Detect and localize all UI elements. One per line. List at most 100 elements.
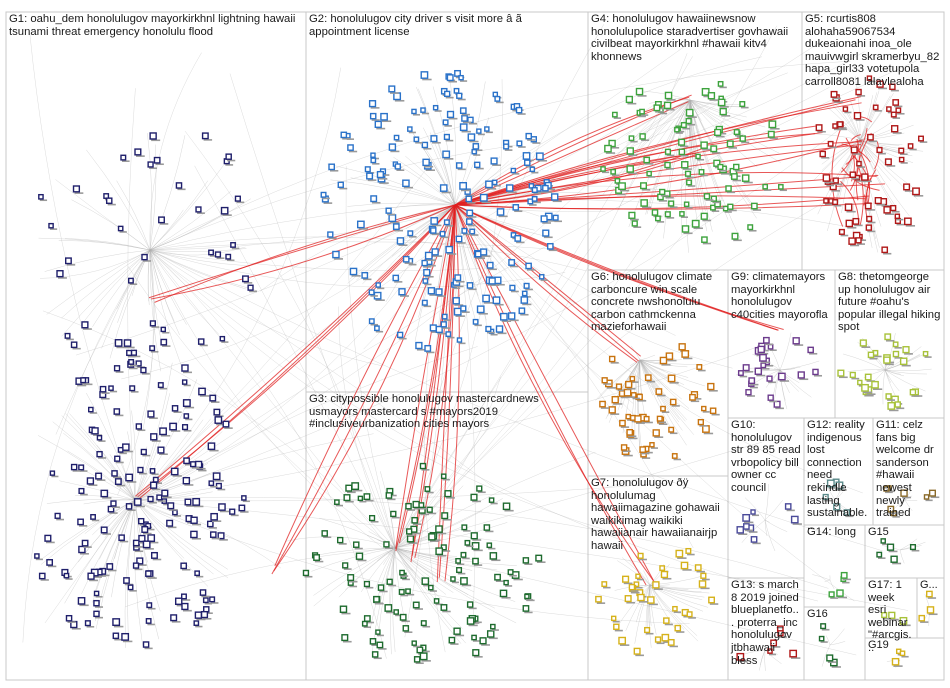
node-g18-2[interactable] (927, 607, 933, 613)
node-g5-51[interactable] (868, 135, 873, 140)
node-g3-29[interactable] (523, 558, 528, 563)
node-g3-25[interactable] (348, 575, 354, 581)
node-g1-136[interactable] (79, 489, 84, 494)
node-g3-33[interactable] (420, 464, 425, 469)
node-g3-100[interactable] (358, 496, 362, 500)
node-g3-21[interactable] (417, 647, 422, 652)
node-g2-26[interactable] (454, 308, 460, 314)
node-g5-5[interactable] (899, 148, 904, 153)
node-g2-7[interactable] (365, 167, 370, 172)
node-g4-45[interactable] (665, 92, 671, 98)
node-g1-90[interactable] (115, 456, 120, 461)
node-g8-23[interactable] (860, 340, 866, 346)
node-g1-76[interactable] (182, 604, 188, 610)
node-g1b-18[interactable] (209, 250, 213, 254)
node-g7-17[interactable] (625, 596, 631, 602)
node-g1-53[interactable] (115, 366, 120, 371)
node-g16-1[interactable] (820, 637, 824, 641)
node-g1b-30[interactable] (226, 254, 230, 258)
node-g2-34[interactable] (493, 297, 499, 303)
node-g2-138[interactable] (486, 327, 491, 332)
node-g5-12[interactable] (849, 238, 855, 244)
node-g4-29[interactable] (734, 164, 739, 169)
node-g3-59[interactable] (421, 621, 426, 626)
node-g3-48[interactable] (314, 555, 319, 560)
node-g5-15[interactable] (884, 207, 890, 213)
node-g7-6[interactable] (662, 635, 668, 641)
node-g4-0[interactable] (652, 210, 657, 215)
node-g2-156[interactable] (394, 224, 399, 229)
node-g6-7[interactable] (646, 375, 651, 380)
node-g1-105[interactable] (148, 535, 154, 541)
node-g4-37[interactable] (613, 112, 617, 116)
node-g2-142[interactable] (425, 346, 430, 351)
node-g7-18[interactable] (701, 573, 706, 578)
node-g6-17[interactable] (626, 415, 630, 419)
node-g2-120[interactable] (455, 275, 460, 280)
node-g2-144[interactable] (456, 236, 461, 241)
node-g2-83[interactable] (432, 249, 438, 255)
node-g9-12[interactable] (761, 363, 765, 367)
node-g2-36[interactable] (523, 153, 529, 159)
node-g2-24[interactable] (430, 325, 436, 331)
node-g2-127[interactable] (404, 257, 409, 262)
node-g2-135[interactable] (487, 262, 493, 268)
node-g2-95[interactable] (466, 196, 471, 201)
node-g1b-17[interactable] (135, 149, 141, 155)
node-g18-0[interactable] (919, 616, 924, 621)
node-g3-13[interactable] (434, 599, 438, 603)
node-g7-25[interactable] (661, 572, 667, 578)
node-g14-3[interactable] (841, 573, 846, 578)
node-g1-89[interactable] (81, 378, 86, 383)
node-g2-31[interactable] (462, 116, 467, 121)
node-g1-50[interactable] (146, 619, 150, 623)
node-g2-153[interactable] (389, 86, 395, 92)
node-g4-60[interactable] (680, 212, 684, 216)
node-g2-94[interactable] (481, 249, 487, 255)
node-g5-30[interactable] (893, 100, 898, 105)
node-g2-172[interactable] (467, 283, 472, 288)
node-g4-84[interactable] (632, 221, 637, 226)
node-g1-4[interactable] (152, 553, 158, 559)
node-g5-39[interactable] (895, 214, 899, 218)
node-g2-166[interactable] (526, 263, 531, 268)
node-g5-22[interactable] (877, 148, 882, 153)
node-g4-70[interactable] (715, 130, 721, 136)
node-g2-130[interactable] (442, 314, 446, 318)
node-g6-4[interactable] (697, 365, 702, 370)
node-g1-2[interactable] (230, 509, 235, 514)
node-g3-69[interactable] (473, 650, 479, 656)
node-g6-19[interactable] (708, 384, 714, 390)
node-g2-9[interactable] (358, 221, 364, 227)
node-g1-17[interactable] (183, 380, 187, 384)
node-g2-159[interactable] (457, 163, 462, 168)
node-g2-134[interactable] (457, 338, 461, 342)
node-g3-26[interactable] (338, 538, 343, 543)
node-g1-16[interactable] (146, 571, 151, 576)
node-g5-52[interactable] (875, 198, 881, 204)
node-g2-89[interactable] (445, 220, 450, 225)
node-g8-20[interactable] (903, 347, 909, 353)
node-g5-19[interactable] (838, 122, 843, 127)
node-g1-143[interactable] (142, 527, 148, 533)
node-g1-119[interactable] (160, 428, 166, 434)
node-g2-65[interactable] (467, 219, 472, 224)
node-g2-37[interactable] (362, 273, 367, 278)
node-g4-58[interactable] (675, 128, 679, 132)
node-g3-50[interactable] (322, 531, 327, 536)
node-g2-157[interactable] (530, 167, 534, 171)
node-g1-63[interactable] (158, 447, 164, 453)
node-g8-7[interactable] (893, 352, 898, 357)
node-g4-72[interactable] (629, 136, 633, 140)
node-g1-109[interactable] (100, 387, 105, 392)
node-g9-16[interactable] (749, 378, 754, 383)
node-g6-11[interactable] (711, 408, 716, 413)
node-g1-0[interactable] (208, 521, 213, 526)
node-g5-9[interactable] (896, 108, 900, 112)
node-g4-32[interactable] (734, 130, 739, 135)
node-g2-168[interactable] (371, 158, 375, 162)
node-g5-36[interactable] (820, 151, 825, 156)
node-g3-90[interactable] (406, 589, 410, 593)
node-g2-22[interactable] (504, 144, 509, 149)
node-g1-28[interactable] (96, 473, 102, 479)
